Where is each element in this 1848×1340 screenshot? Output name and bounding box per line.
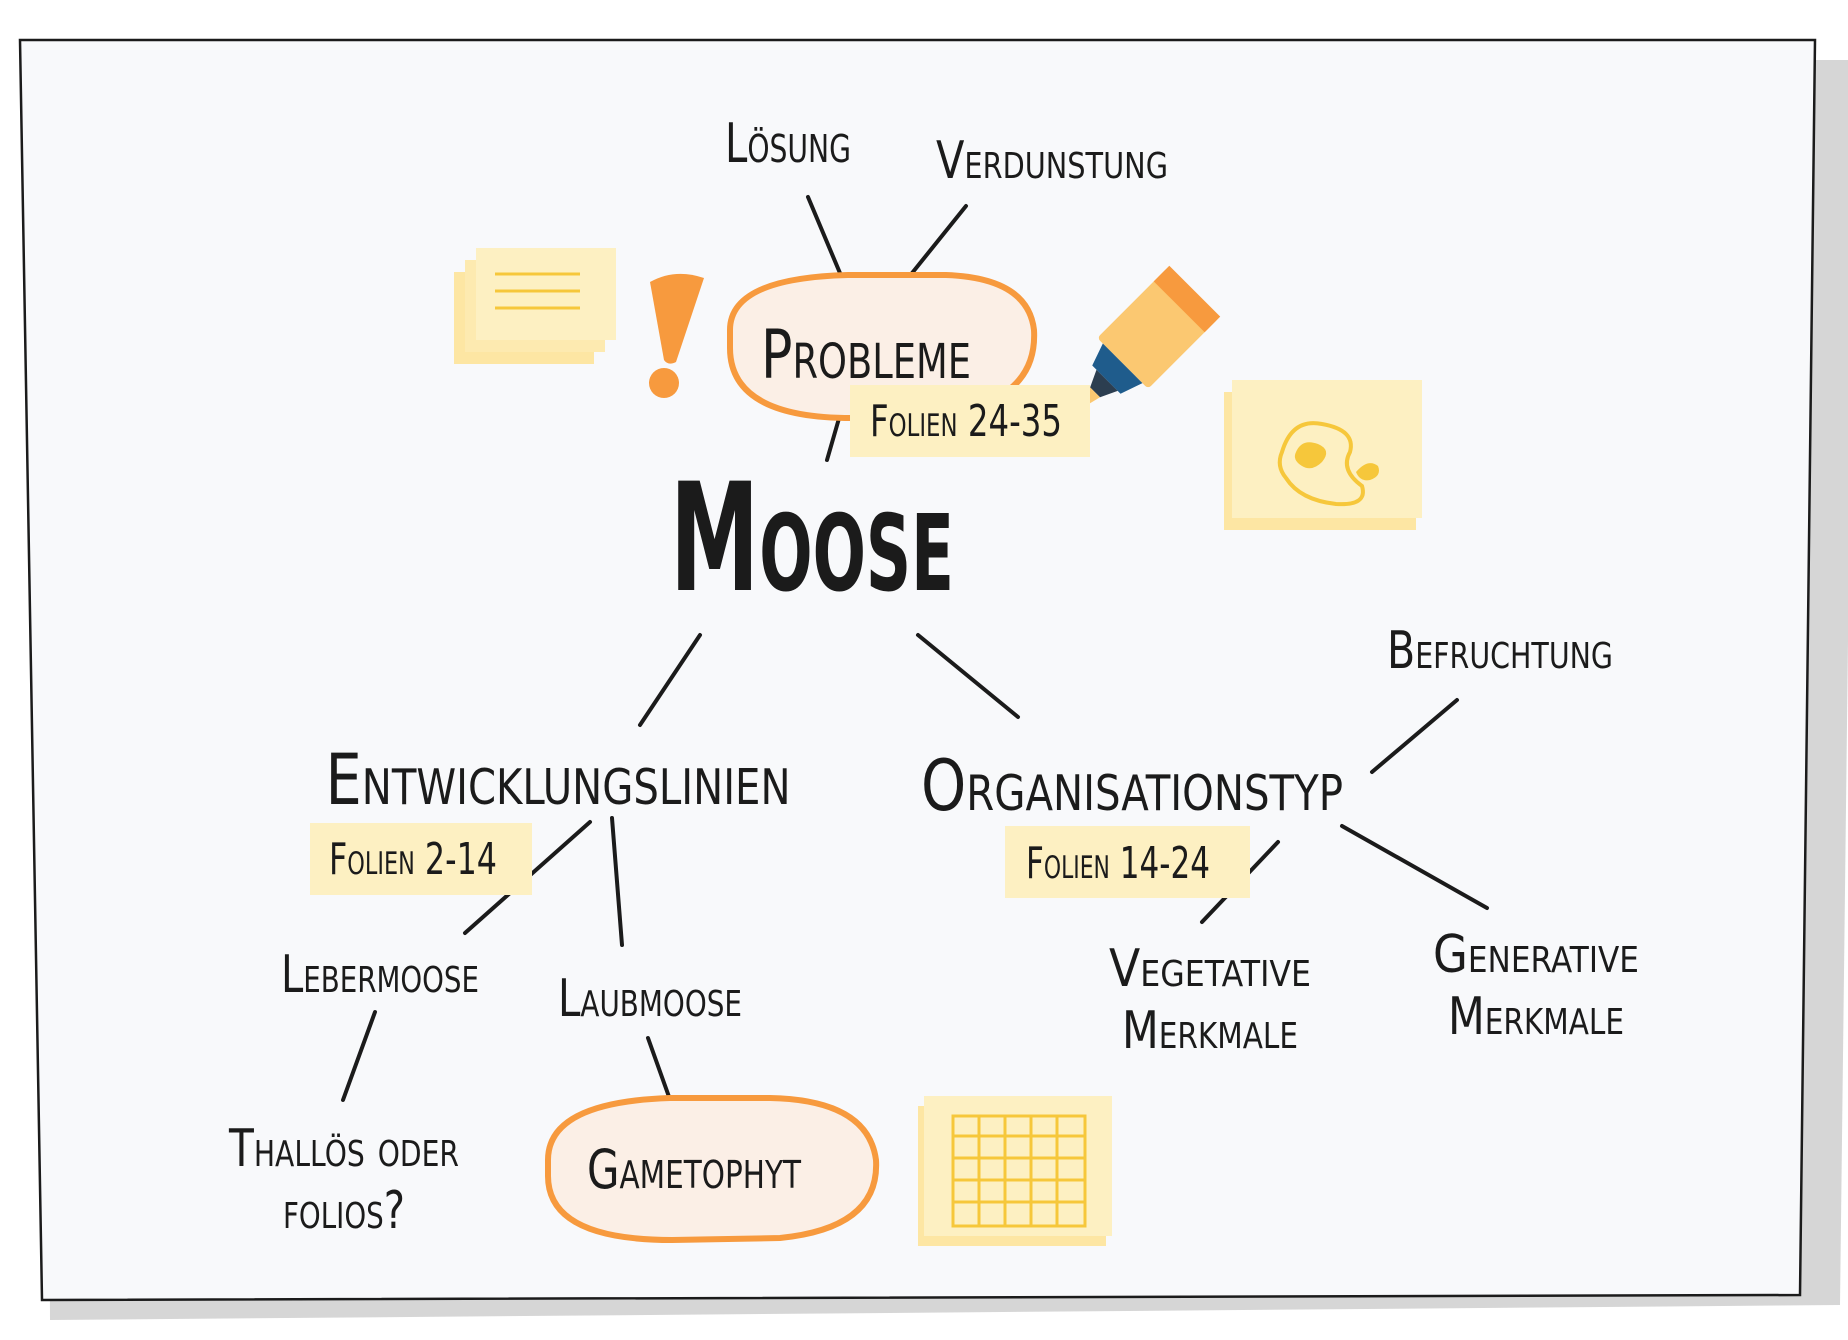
label-befruchtung: Befruchtung [1387, 621, 1613, 681]
title-moose: Moose [670, 452, 954, 626]
label-lebermoose: Lebermoose [281, 945, 479, 1005]
label-verdunstung: Verdunstung [936, 131, 1168, 191]
sticky-notes-icon [454, 248, 616, 364]
connector-organisationstyp-generativ [1340, 824, 1489, 910]
label-vegetative-merkmale: Merkmale [1122, 1001, 1298, 1061]
label-vegetative: Vegetative [1109, 939, 1311, 999]
connector-entwicklungslinien-laubmoose [610, 816, 624, 947]
highlighter-icon [1081, 265, 1221, 406]
map-note-icon [1224, 380, 1422, 530]
probleme-highlight [727, 272, 1038, 422]
slides-note-organisationstyp [1005, 826, 1250, 898]
label-folios: folios? [283, 1181, 405, 1241]
label-generative-merkmale: Merkmale [1448, 987, 1624, 1047]
grid-note-icon [918, 1096, 1112, 1246]
connector-organisationstyp-befruchtung [1370, 698, 1459, 774]
slides-organisationstyp: Folien 14-24 [1026, 838, 1210, 889]
exclamation-icon [649, 273, 704, 398]
label-organisationstyp: Organisationstyp [921, 745, 1343, 827]
label-loesung: Lösung [725, 112, 851, 175]
slides-note-entwicklungslinien [310, 823, 532, 895]
label-entwicklungslinien: Entwicklungslinien [326, 739, 791, 821]
connector-lebermoose-frage [341, 1010, 377, 1102]
connector-probleme-loesung [806, 195, 847, 287]
label-generative: Generative [1433, 925, 1639, 985]
slides-probleme: Folien 24-35 [870, 396, 1062, 447]
label-thalloes-oder: Thallös oder [228, 1119, 459, 1179]
gametophyt-highlight [545, 1095, 880, 1244]
connector-moose-entwicklungslinien [638, 633, 702, 727]
label-gametophyt: Gametophyt [587, 1138, 802, 1201]
slides-note-probleme [850, 385, 1090, 457]
label-probleme: Probleme [761, 316, 971, 395]
label-laubmoose: Laubmoose [558, 969, 742, 1029]
slides-entwicklungslinien: Folien 2-14 [329, 834, 497, 885]
connector-moose-organisationstyp [916, 633, 1020, 719]
